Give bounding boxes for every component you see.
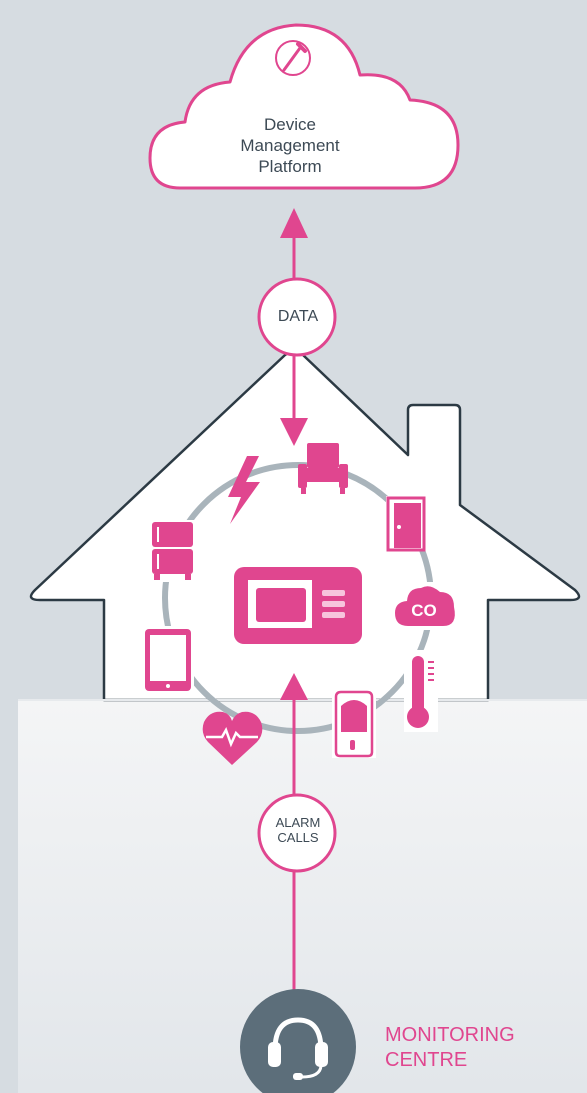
alarm-label-line-1: ALARM — [275, 815, 321, 830]
cloud-label-line-1: Device — [264, 115, 316, 134]
dropper-icon — [275, 40, 311, 76]
heart-monitor-icon — [202, 711, 263, 765]
cloud-label: Device Management Platform — [230, 114, 350, 177]
sofa-icon — [298, 443, 348, 494]
alarm-bubble — [257, 793, 337, 873]
tablet-icon — [142, 626, 194, 694]
fridge-icon — [150, 520, 195, 582]
co-label: CO — [411, 601, 437, 620]
headset-icon — [240, 989, 356, 1093]
control-panel-icon — [234, 567, 362, 644]
cloud-label-line-3: Platform — [258, 157, 322, 176]
power-icon — [228, 456, 260, 524]
co-sensor-icon — [393, 582, 457, 630]
thermometer-icon — [404, 650, 438, 732]
monitoring-label-line-2: CENTRE — [385, 1049, 468, 1071]
house-outline — [29, 350, 581, 702]
alarm-calls-label: ALARM CALLS — [258, 815, 338, 845]
data-bubble — [257, 277, 337, 357]
cloud-shape — [148, 23, 460, 190]
alarm-label-line-2: CALLS — [277, 830, 319, 845]
cloud-label-line-2: Management — [240, 136, 340, 155]
data-label: DATA — [277, 308, 319, 325]
monitoring-label-line-1: MONITORING — [385, 1024, 515, 1046]
motion-sensor-icon — [332, 690, 376, 758]
door-icon — [386, 496, 426, 552]
monitoring-centre-label: MONITORING CENTRE — [385, 1023, 515, 1073]
